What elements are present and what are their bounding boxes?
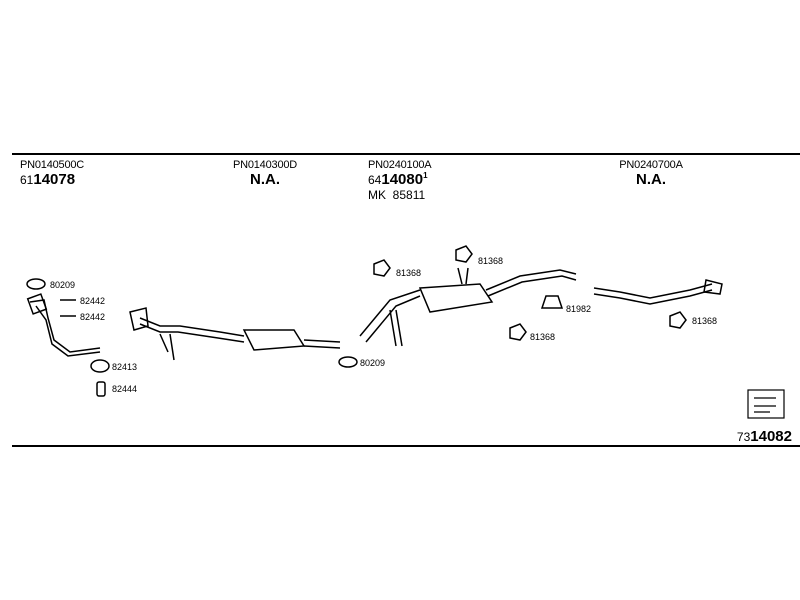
ref-code: 6114078 [20, 171, 76, 188]
rear-muffler [418, 283, 494, 313]
part-number: PN0140300D [232, 159, 298, 171]
flange-left [129, 307, 149, 331]
part-number: PN0240100A [368, 159, 432, 171]
part-label: 82442 [80, 312, 106, 322]
column-4: PN0240700A N.A. [606, 159, 696, 188]
front-flange [26, 293, 48, 315]
intermediate-pipe [139, 317, 245, 343]
bracket-icon [540, 295, 564, 309]
gasket-icon [26, 278, 46, 290]
end-tip [703, 279, 723, 295]
part-label: 80209 [360, 358, 386, 368]
part-label: 81368 [396, 268, 422, 278]
spring-icon [96, 381, 106, 397]
part-number: PN0140500C [20, 159, 85, 171]
front-pipe [29, 299, 101, 357]
top-divider [12, 153, 800, 155]
catalytic-converter [242, 329, 306, 351]
bolt-icon [60, 299, 76, 317]
part-label: 82442 [80, 296, 106, 306]
part-label: 82444 [112, 384, 138, 394]
footer-ref-code: 7314082 [736, 428, 792, 445]
part-label: 81368 [692, 316, 718, 326]
bottom-divider [12, 445, 800, 447]
column-3: PN0240100A 64140801 MK 85811 [368, 159, 432, 202]
column-1: PN0140500C 6114078 [20, 159, 84, 188]
hanger [159, 333, 175, 361]
part-number: PN0240700A [619, 159, 683, 171]
part-label: 82413 [112, 362, 138, 372]
rear-pipe [359, 289, 421, 347]
tailpipe [485, 269, 577, 297]
mount-icon [509, 323, 527, 341]
end-pipe [593, 283, 713, 305]
mk-code: MK 85811 [368, 188, 426, 202]
pipe-segment [303, 339, 341, 349]
mount-icon [373, 259, 391, 277]
part-label: 81982 [566, 304, 592, 314]
ref-code: N.A. [636, 171, 666, 188]
part-label: 81368 [530, 332, 556, 342]
part-label: 81368 [478, 256, 504, 266]
hanger [457, 267, 469, 285]
gasket-icon [338, 356, 358, 368]
ref-code: 64140801 [368, 171, 428, 188]
clamp-icon [90, 359, 110, 373]
ref-code: N.A. [250, 171, 280, 188]
mount-icon [669, 311, 687, 329]
part-label: 80209 [50, 280, 76, 290]
exhaust-diagram-icon [747, 389, 785, 419]
column-2: PN0140300D N.A. [220, 159, 310, 188]
mount-icon [455, 245, 473, 263]
